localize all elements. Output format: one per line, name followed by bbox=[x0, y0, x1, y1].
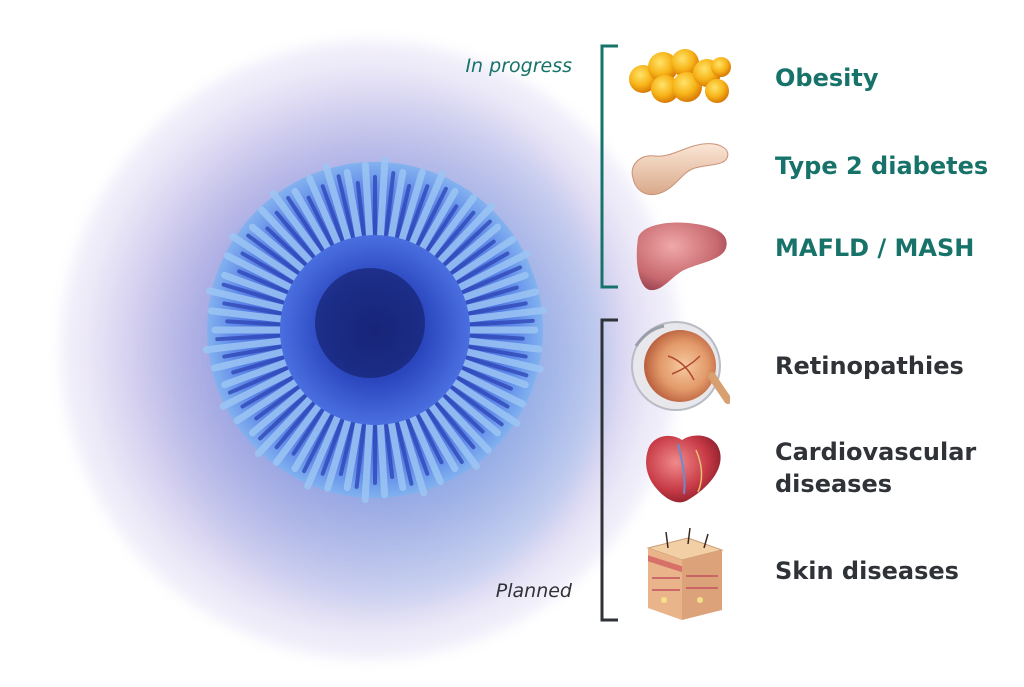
disease-retinopathies: Retinopathies bbox=[775, 352, 964, 380]
pancreas-icon bbox=[631, 143, 729, 196]
heart-icon bbox=[646, 435, 721, 503]
disease-obesity: Obesity bbox=[775, 64, 879, 92]
skin-layers-icon bbox=[646, 528, 724, 620]
in-progress-bracket bbox=[600, 44, 618, 289]
liver-icon bbox=[636, 222, 727, 291]
eye-icon bbox=[631, 321, 730, 411]
nanoparticle-icon bbox=[202, 156, 548, 504]
disease-cardiovascular: Cardiovascular diseases bbox=[775, 436, 995, 500]
in-progress-label: In progress bbox=[465, 55, 572, 77]
disease-cardiovascular-line1: Cardiovascular bbox=[775, 438, 977, 466]
disease-mafld-mash: MAFLD / MASH bbox=[775, 234, 975, 262]
planned-label: Planned bbox=[495, 580, 572, 602]
disease-type2-diabetes: Type 2 diabetes bbox=[775, 152, 989, 180]
disease-cardiovascular-line2: diseases bbox=[775, 470, 893, 498]
planned-bracket bbox=[600, 318, 618, 622]
fat-cells-icon bbox=[629, 49, 731, 103]
disease-skin: Skin diseases bbox=[775, 557, 959, 585]
